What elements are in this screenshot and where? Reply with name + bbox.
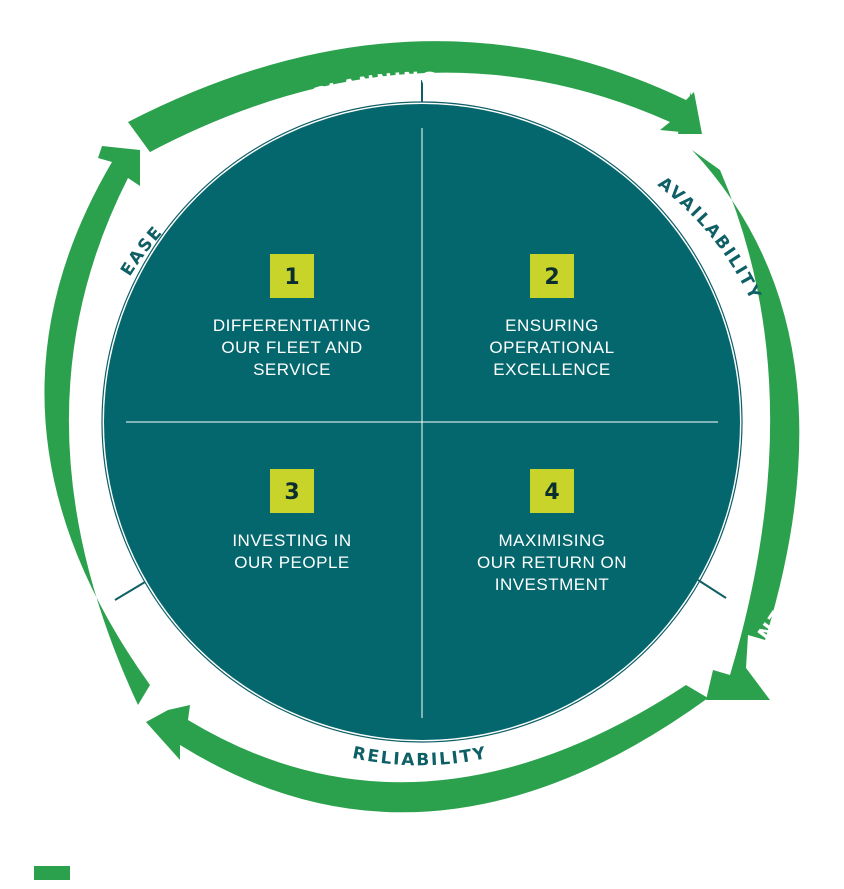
quadrant-4-number: 4 bbox=[544, 480, 559, 505]
quadrant-1-line-1: DIFFERENTIATING bbox=[213, 316, 371, 335]
quadrant-4-badge bbox=[530, 469, 574, 513]
quadrant-4-line-2: OUR RETURN ON bbox=[477, 553, 627, 572]
legend-swatch bbox=[34, 866, 70, 880]
quadrant-2-badge bbox=[530, 254, 574, 298]
quadrant-1: 1 DIFFERENTIATING OUR FLEET AND SERVICE bbox=[213, 254, 371, 379]
quadrant-1-line-3: SERVICE bbox=[253, 360, 331, 379]
quadrant-1-line-2: OUR FLEET AND bbox=[221, 338, 362, 357]
quadrant-3-line-1: INVESTING IN bbox=[232, 531, 351, 550]
quadrant-4-line-3: INVESTMENT bbox=[495, 575, 610, 594]
quadrant-3-number: 3 bbox=[284, 480, 299, 505]
ring-label-reliability: RELIABILITY bbox=[351, 743, 489, 770]
ring-tick-right bbox=[697, 579, 727, 599]
quadrant-2: 2 ENSURING OPERATIONAL EXCELLENCE bbox=[489, 254, 614, 379]
quadrant-3-badge bbox=[270, 469, 314, 513]
quadrant-2-line-2: OPERATIONAL bbox=[489, 338, 614, 357]
arrow-adapting bbox=[146, 685, 708, 813]
quadrant-2-number: 2 bbox=[544, 265, 559, 290]
quadrant-2-line-3: EXCELLENCE bbox=[493, 360, 610, 379]
arrow-taking-advantage bbox=[44, 146, 150, 705]
quadrant-3-line-2: OUR PEOPLE bbox=[234, 553, 350, 572]
quadrant-1-number: 1 bbox=[284, 265, 299, 290]
ring-tick-left bbox=[114, 581, 146, 601]
quadrant-1-badge bbox=[270, 254, 314, 298]
arrow-careful-balance bbox=[692, 150, 800, 700]
quadrant-4: 4 MAXIMISING OUR RETURN ON INVESTMENT bbox=[477, 469, 627, 594]
arrow-planning-ahead bbox=[128, 41, 702, 152]
quadrant-3: 3 INVESTING IN OUR PEOPLE bbox=[232, 469, 351, 572]
quadrant-2-line-1: ENSURING bbox=[505, 316, 599, 335]
quadrant-4-line-1: MAXIMISING bbox=[498, 531, 605, 550]
